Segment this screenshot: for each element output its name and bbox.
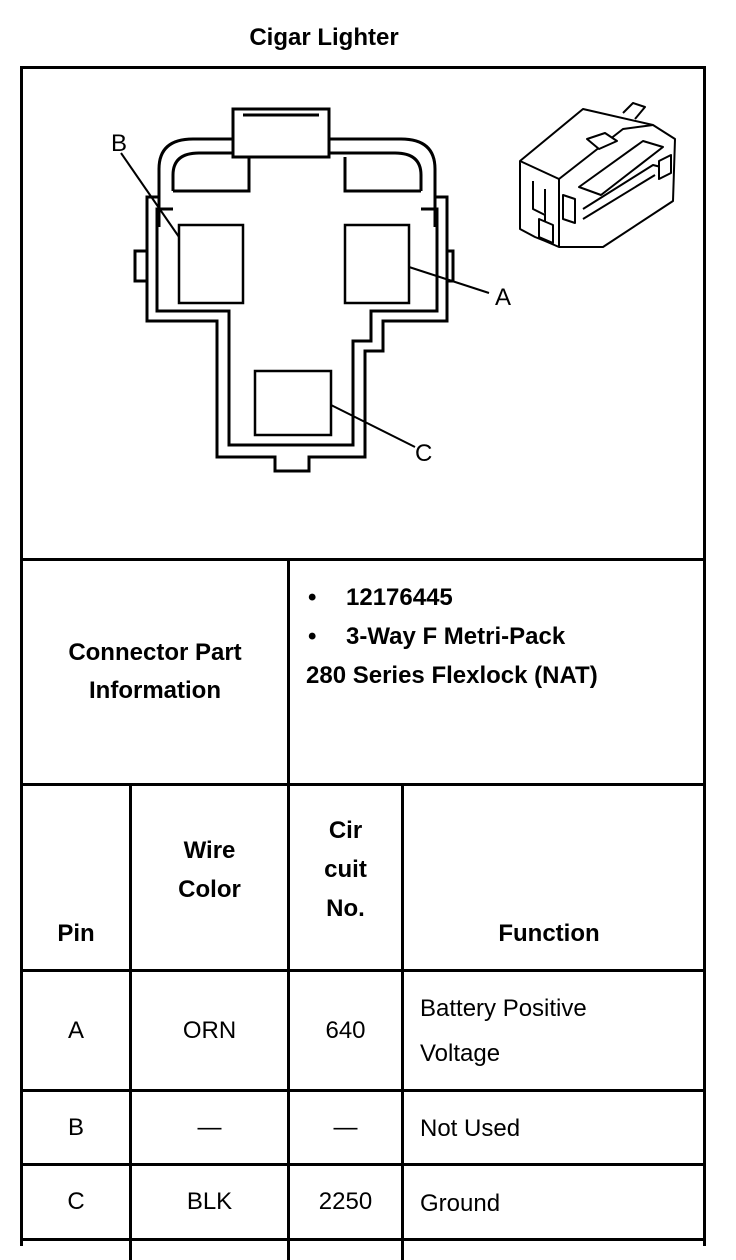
rule-row-c-bottom — [20, 1238, 706, 1241]
header-function-text: Function — [498, 920, 600, 947]
rule-col-circuit — [401, 783, 404, 1260]
connector-iso-view — [519, 102, 676, 248]
row-a-pin: A — [67, 1016, 84, 1044]
rule-info-bottom — [20, 783, 706, 786]
part-list-item: • 3-Way F Metri-Pack — [306, 617, 696, 656]
bullet-glyph: • — [308, 584, 317, 611]
table-frame — [20, 66, 706, 1246]
rule-row-b-bottom — [20, 1163, 706, 1166]
connector-part-list: • 12176445 • 3-Way F Metri-Pack 280 Seri… — [306, 578, 696, 695]
rule-col-wire — [287, 783, 290, 1260]
row-a-wire-color: ORN — [182, 1016, 237, 1044]
header-circuit-text-2: cuit — [324, 856, 367, 883]
header-wire-text-1: Wire — [183, 836, 236, 864]
row-a-function-line2: Voltage — [420, 1040, 501, 1067]
row-c-wire-color: BLK — [186, 1188, 233, 1215]
connector-info-label-line1: Connector Part — [68, 639, 242, 666]
connector-info-label: Connector Part Information — [23, 561, 287, 783]
part-list-item: • 12176445 — [306, 578, 696, 617]
row-b-wire-color: — — [197, 1113, 222, 1141]
callout-a: A — [495, 284, 511, 311]
diagram-title: Cigar Lighter — [249, 24, 399, 51]
header-wire-text-2: Color — [178, 875, 241, 903]
row-a-function: Battery Positive Voltage — [420, 986, 587, 1076]
connector-series: 280 Series Flexlock (NAT) — [306, 662, 598, 689]
row-a-circuit: 640 — [325, 1016, 366, 1044]
row-c-circuit: 2250 — [318, 1188, 373, 1215]
row-b-pin: B — [67, 1113, 84, 1141]
row-b-function: Not Used — [420, 1115, 521, 1142]
row-c-pin: C — [67, 1188, 85, 1215]
row-b-circuit: — — [333, 1113, 358, 1141]
header-circuit-text-3: No. — [326, 895, 365, 922]
rule-info-divider — [287, 558, 290, 786]
connector-type: 3-Way F Metri-Pack — [346, 623, 566, 650]
callout-b: B — [111, 130, 127, 157]
part-number: 12176445 — [346, 584, 453, 611]
header-circuit-no: Cir cuit No. — [290, 786, 401, 969]
row-a-function-line1: Battery Positive — [420, 995, 587, 1022]
rule-diagram-bottom — [20, 558, 706, 561]
row-c-function: Ground — [420, 1190, 501, 1217]
header-pin-text: Pin — [57, 920, 95, 947]
rule-col-pin — [129, 783, 132, 1260]
header-circuit-text-1: Cir — [328, 817, 363, 844]
header-pin: Pin — [23, 786, 129, 969]
callout-c: C — [415, 440, 432, 467]
connector-info-label-line2: Information — [89, 677, 221, 704]
part-list-continuation: 280 Series Flexlock (NAT) — [306, 656, 696, 695]
rule-header-bottom — [20, 969, 706, 972]
header-function: Function — [404, 786, 694, 969]
rule-row-a-bottom — [20, 1089, 706, 1092]
bullet-glyph: • — [308, 623, 317, 650]
connector-diagram: B A C — [111, 102, 676, 473]
header-wire-color: Wire Color — [132, 786, 287, 969]
